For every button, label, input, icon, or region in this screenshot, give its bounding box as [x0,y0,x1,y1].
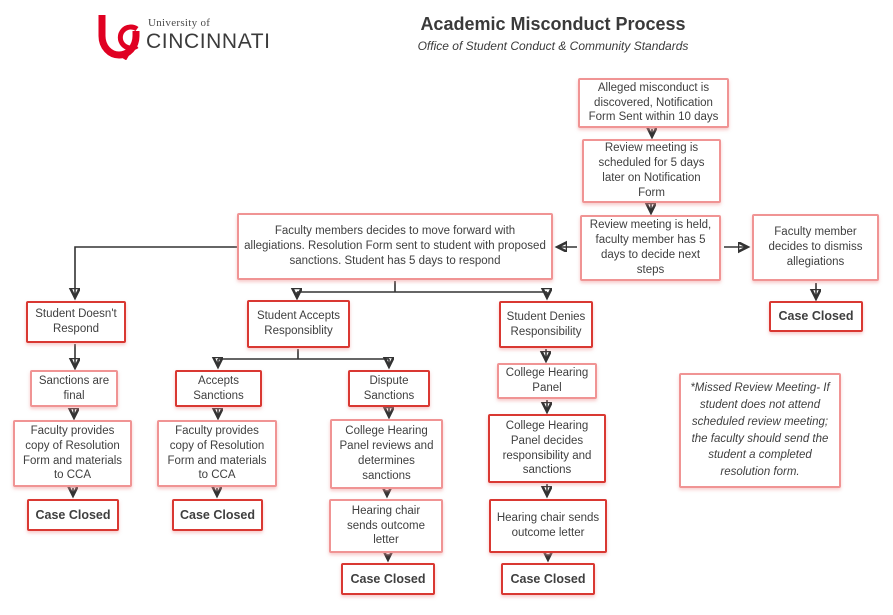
node-chp-reviews: College Hearing Panel reviews and determ… [330,419,443,489]
node-hearing-chair-3: Hearing chair sends outcome letter [329,499,443,553]
node-case-closed-4: Case Closed [501,563,595,595]
connector-accepts-split [218,349,389,360]
uc-logo: University of CINCINNATI [96,12,271,65]
node-faculty-provides-2: Faculty provides copy of Resolution Form… [157,420,277,487]
header-titleblock: Academic Misconduct Process Office of St… [353,14,753,53]
node-accepts-sanctions: Accepts Sanctions [175,370,262,407]
node-faculty-provides-1: Faculty provides copy of Resolution Form… [13,420,132,487]
node-chp-decides: College Hearing Panel decides responsibi… [488,414,606,483]
node-dispute-sanctions: Dispute Sanctions [348,370,430,407]
connector-moveforward-split [297,281,547,293]
logo-cincinnati: CINCINNATI [146,30,271,53]
node-review-scheduled: Review meeting is scheduled for 5 days l… [582,139,721,203]
arrow-moveforward-to-norespond [75,246,237,296]
node-case-closed-3: Case Closed [341,563,435,595]
node-case-closed-dismiss: Case Closed [769,301,863,332]
node-hearing-chair-4: Hearing chair sends outcome letter [489,499,607,553]
node-case-closed-2: Case Closed [172,499,263,531]
node-case-closed-1: Case Closed [27,499,119,531]
node-student-no-respond: Student Doesn't Respond [26,301,126,343]
node-dismiss-allegations: Faculty member decides to dismiss allegi… [752,214,879,281]
node-student-accepts: Student Accepts Responsiblity [247,300,350,348]
node-alleged-misconduct: Alleged misconduct is discovered, Notifi… [578,78,729,128]
page-title: Academic Misconduct Process [420,14,686,34]
node-sanctions-final: Sanctions are final [30,370,118,407]
missed-review-meeting-note: *Missed Review Meeting- If student does … [679,373,841,488]
node-student-denies: Student Denies Responsibility [499,301,593,348]
node-move-forward: Faculty members decides to move forward … [237,213,553,280]
node-college-hearing-panel: College Hearing Panel [497,363,597,399]
node-review-held: Review meeting is held, faculty member h… [580,215,721,281]
uc-logo-text: University of CINCINNATI [146,12,271,53]
uc-monogram-icon [96,12,142,65]
logo-university-of: University of [148,17,211,29]
page-subtitle: Office of Student Conduct & Community St… [417,39,689,53]
